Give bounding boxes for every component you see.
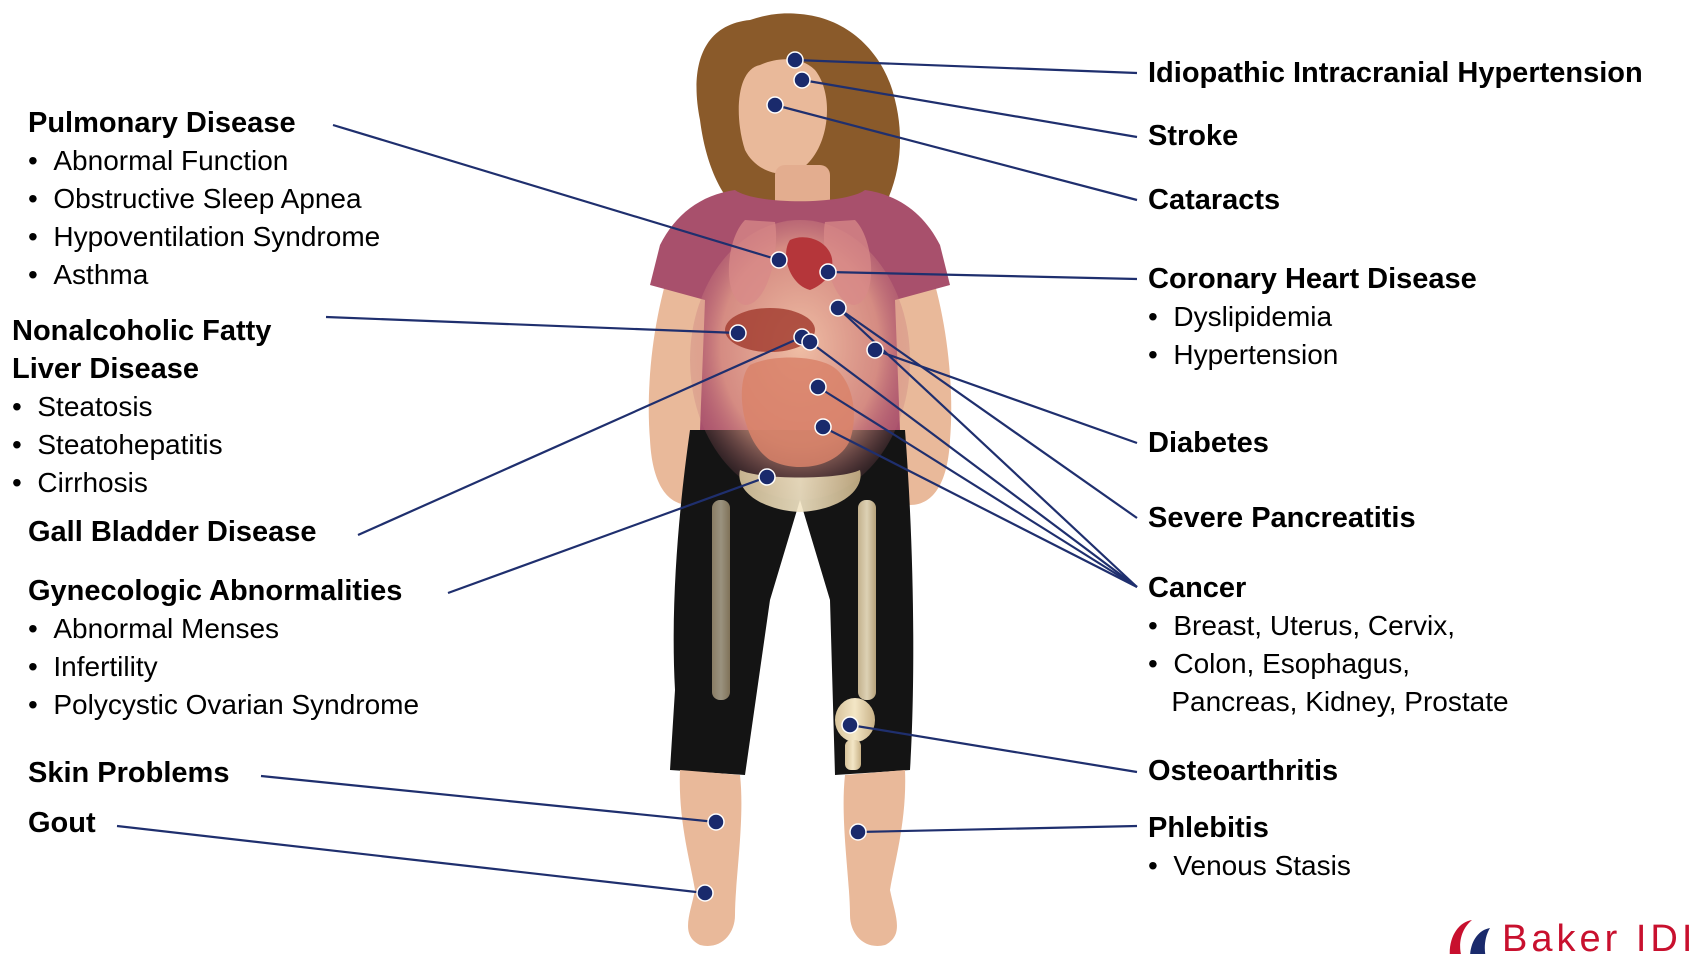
item-gynecologic-3: Polycystic Ovarian Syndrome xyxy=(28,686,419,724)
dot-chd xyxy=(820,264,836,280)
left-lower-leg xyxy=(680,770,742,946)
dot-cancer-kidney xyxy=(810,379,826,395)
label-osteoarthritis: Osteoarthritis xyxy=(1148,752,1338,790)
dot-nafld xyxy=(730,325,746,341)
right-tibia xyxy=(845,740,861,770)
label-chd: Coronary Heart Disease Dyslipidemia Hype… xyxy=(1148,260,1477,374)
dot-gynecologic xyxy=(759,469,775,485)
item-nafld-2: Steatohepatitis xyxy=(12,426,271,464)
item-phlebitis-1: Venous Stasis xyxy=(1148,847,1351,885)
left-femur xyxy=(712,500,730,700)
dot-iih xyxy=(787,52,803,68)
logo-mark-icon xyxy=(1440,908,1500,954)
label-pulmonary: Pulmonary Disease Abnormal Function Obst… xyxy=(28,104,380,294)
leader-skin xyxy=(261,776,716,822)
baker-idi-logo: Baker IDI xyxy=(1440,908,1708,954)
title-cancer: Cancer xyxy=(1148,569,1509,607)
item-nafld-1: Steatosis xyxy=(12,388,271,426)
item-chd-2: Hypertension xyxy=(1148,336,1477,374)
item-cancer-2: Colon, Esophagus, xyxy=(1148,645,1509,683)
dot-gout xyxy=(697,885,713,901)
dot-phlebitis xyxy=(850,824,866,840)
item-gynecologic-2: Infertility xyxy=(28,648,419,686)
title-phlebitis: Phlebitis xyxy=(1148,809,1351,847)
dot-stroke xyxy=(794,72,810,88)
dot-cancer-colon xyxy=(802,334,818,350)
title-iih: Idiopathic Intracranial Hypertension xyxy=(1148,54,1643,92)
title-chd: Coronary Heart Disease xyxy=(1148,260,1477,298)
item-nafld-3: Cirrhosis xyxy=(12,464,271,502)
right-lower-leg xyxy=(844,770,906,946)
label-phlebitis: Phlebitis Venous Stasis xyxy=(1148,809,1351,885)
title-diabetes: Diabetes xyxy=(1148,424,1269,462)
item-chd-1: Dyslipidemia xyxy=(1148,298,1477,336)
dot-diabetes xyxy=(867,342,883,358)
title-osteoarthritis: Osteoarthritis xyxy=(1148,752,1338,790)
label-skin: Skin Problems xyxy=(28,754,229,792)
label-iih: Idiopathic Intracranial Hypertension xyxy=(1148,54,1643,92)
item-gynecologic-1: Abnormal Menses xyxy=(28,610,419,648)
item-pulmonary-3: Hypoventilation Syndrome xyxy=(28,218,380,256)
item-cancer-1: Breast, Uterus, Cervix, xyxy=(1148,607,1509,645)
item-cancer-3: Pancreas, Kidney, Prostate xyxy=(1148,683,1509,721)
right-femur xyxy=(858,500,876,700)
title-stroke: Stroke xyxy=(1148,117,1238,155)
label-cancer: Cancer Breast, Uterus, Cervix, Colon, Es… xyxy=(1148,569,1509,721)
label-diabetes: Diabetes xyxy=(1148,424,1269,462)
title-gout: Gout xyxy=(28,804,96,842)
dot-cancer-uterus xyxy=(815,419,831,435)
title-cataracts: Cataracts xyxy=(1148,181,1280,219)
dot-pancreatitis xyxy=(830,300,846,316)
dot-pulmonary xyxy=(771,252,787,268)
item-pulmonary-4: Asthma xyxy=(28,256,380,294)
title-pancreatitis: Severe Pancreatitis xyxy=(1148,499,1416,537)
label-gallbladder: Gall Bladder Disease xyxy=(28,513,317,551)
title-gynecologic: Gynecologic Abnormalities xyxy=(28,572,419,610)
leader-gout xyxy=(117,826,705,893)
logo-text: Baker IDI xyxy=(1502,918,1696,954)
label-stroke: Stroke xyxy=(1148,117,1238,155)
title-pulmonary: Pulmonary Disease xyxy=(28,104,380,142)
dot-cataracts xyxy=(767,97,783,113)
title-nafld-2: Liver Disease xyxy=(12,350,271,388)
label-gout: Gout xyxy=(28,804,96,842)
item-pulmonary-2: Obstructive Sleep Apnea xyxy=(28,180,380,218)
label-cataracts: Cataracts xyxy=(1148,181,1280,219)
label-pancreatitis: Severe Pancreatitis xyxy=(1148,499,1416,537)
label-gynecologic: Gynecologic Abnormalities Abnormal Mense… xyxy=(28,572,419,724)
title-gallbladder: Gall Bladder Disease xyxy=(28,513,317,551)
item-pulmonary-1: Abnormal Function xyxy=(28,142,380,180)
dot-osteoarthritis xyxy=(842,717,858,733)
dot-skin xyxy=(708,814,724,830)
title-nafld-1: Nonalcoholic Fatty xyxy=(12,312,271,350)
title-skin: Skin Problems xyxy=(28,754,229,792)
label-nafld: Nonalcoholic Fatty Liver Disease Steatos… xyxy=(12,312,271,502)
